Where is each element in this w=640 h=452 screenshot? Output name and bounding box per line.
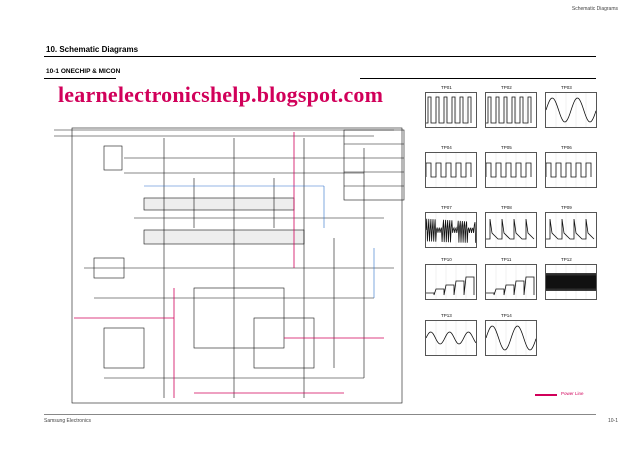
test-point-label: TP03 bbox=[561, 85, 572, 90]
test-point-tp03: TP03 bbox=[541, 85, 597, 140]
test-point-tp12: TP12 bbox=[541, 257, 597, 312]
subtitle-rule-left bbox=[44, 78, 116, 79]
waveform-thumbnail bbox=[545, 212, 597, 248]
test-point-label: TP04 bbox=[441, 145, 452, 150]
footer-rule bbox=[44, 414, 596, 415]
footer-page-number: 10-1 bbox=[607, 418, 618, 424]
test-point-tp09: TP09 bbox=[541, 205, 597, 260]
title-rule bbox=[44, 56, 596, 57]
test-point-tp08: TP08 bbox=[481, 205, 537, 260]
waveform-thumbnail bbox=[545, 152, 597, 188]
waveform-thumbnail bbox=[545, 92, 597, 128]
test-point-label: TP08 bbox=[501, 205, 512, 210]
test-point-tp07: TP07 bbox=[421, 205, 477, 260]
test-point-label: TP01 bbox=[441, 85, 452, 90]
schematic-diagram bbox=[54, 127, 405, 404]
waveform-thumbnail bbox=[545, 264, 597, 300]
test-point-label: TP05 bbox=[501, 145, 512, 150]
test-point-label: TP11 bbox=[501, 257, 512, 262]
header-section-label: Schematic Diagrams bbox=[571, 6, 618, 12]
test-point-label: TP14 bbox=[501, 313, 512, 318]
watermark-text: learnelectronicshelp.blogspot.com bbox=[58, 82, 384, 107]
waveform-thumbnail bbox=[485, 320, 537, 356]
waveform-trace bbox=[486, 218, 535, 240]
power-line-legend-label: Power Line bbox=[561, 391, 584, 396]
test-point-tp13: TP13 bbox=[421, 313, 477, 368]
test-point-tp10: TP10 bbox=[421, 257, 477, 312]
footer-company: Samsung Electronics bbox=[44, 418, 91, 424]
page-title: 10. Schematic Diagrams bbox=[46, 45, 139, 54]
waveform-thumbnail bbox=[485, 212, 537, 248]
waveform-trace bbox=[426, 276, 475, 296]
waveform-trace bbox=[545, 97, 597, 123]
test-point-label: TP07 bbox=[441, 205, 452, 210]
waveform-trace bbox=[485, 325, 537, 351]
test-point-tp02: TP02 bbox=[481, 85, 537, 140]
test-point-tp06: TP06 bbox=[541, 145, 597, 200]
waveform-trace bbox=[485, 162, 532, 178]
subtitle-rule-right bbox=[360, 78, 596, 79]
waveform-thumbnail bbox=[425, 92, 477, 128]
waveform-thumbnail bbox=[485, 264, 537, 300]
waveform-thumbnail bbox=[425, 264, 477, 300]
test-point-tp05: TP05 bbox=[481, 145, 537, 200]
waveform-trace bbox=[425, 218, 477, 243]
test-point-tp11: TP11 bbox=[481, 257, 537, 312]
waveform-trace bbox=[486, 276, 535, 296]
waveform-thumbnail bbox=[425, 320, 477, 356]
waveform-thumbnail bbox=[425, 152, 477, 188]
waveform-trace bbox=[425, 331, 477, 345]
waveform-thumbnail bbox=[485, 92, 537, 128]
test-point-label: TP10 bbox=[441, 257, 452, 262]
test-point-label: TP09 bbox=[561, 205, 572, 210]
waveform-trace bbox=[426, 96, 472, 124]
waveform-thumbnail bbox=[485, 152, 537, 188]
waveform-trace bbox=[545, 162, 592, 178]
test-point-tp14: TP14 bbox=[481, 313, 537, 368]
test-point-label: TP02 bbox=[501, 85, 512, 90]
test-point-label: TP06 bbox=[561, 145, 572, 150]
test-point-label: TP12 bbox=[561, 257, 572, 262]
section-subtitle: 10-1 ONECHIP & MICON bbox=[46, 68, 121, 75]
waveform-trace bbox=[546, 218, 595, 240]
test-point-tp01: TP01 bbox=[421, 85, 477, 140]
waveform-trace bbox=[425, 162, 472, 178]
power-line-legend-swatch bbox=[535, 394, 557, 396]
waveform-trace bbox=[486, 96, 532, 124]
waveform-thumbnail bbox=[425, 212, 477, 248]
test-point-label: TP13 bbox=[441, 313, 452, 318]
test-point-tp04: TP04 bbox=[421, 145, 477, 200]
waveform-trace bbox=[545, 272, 597, 292]
